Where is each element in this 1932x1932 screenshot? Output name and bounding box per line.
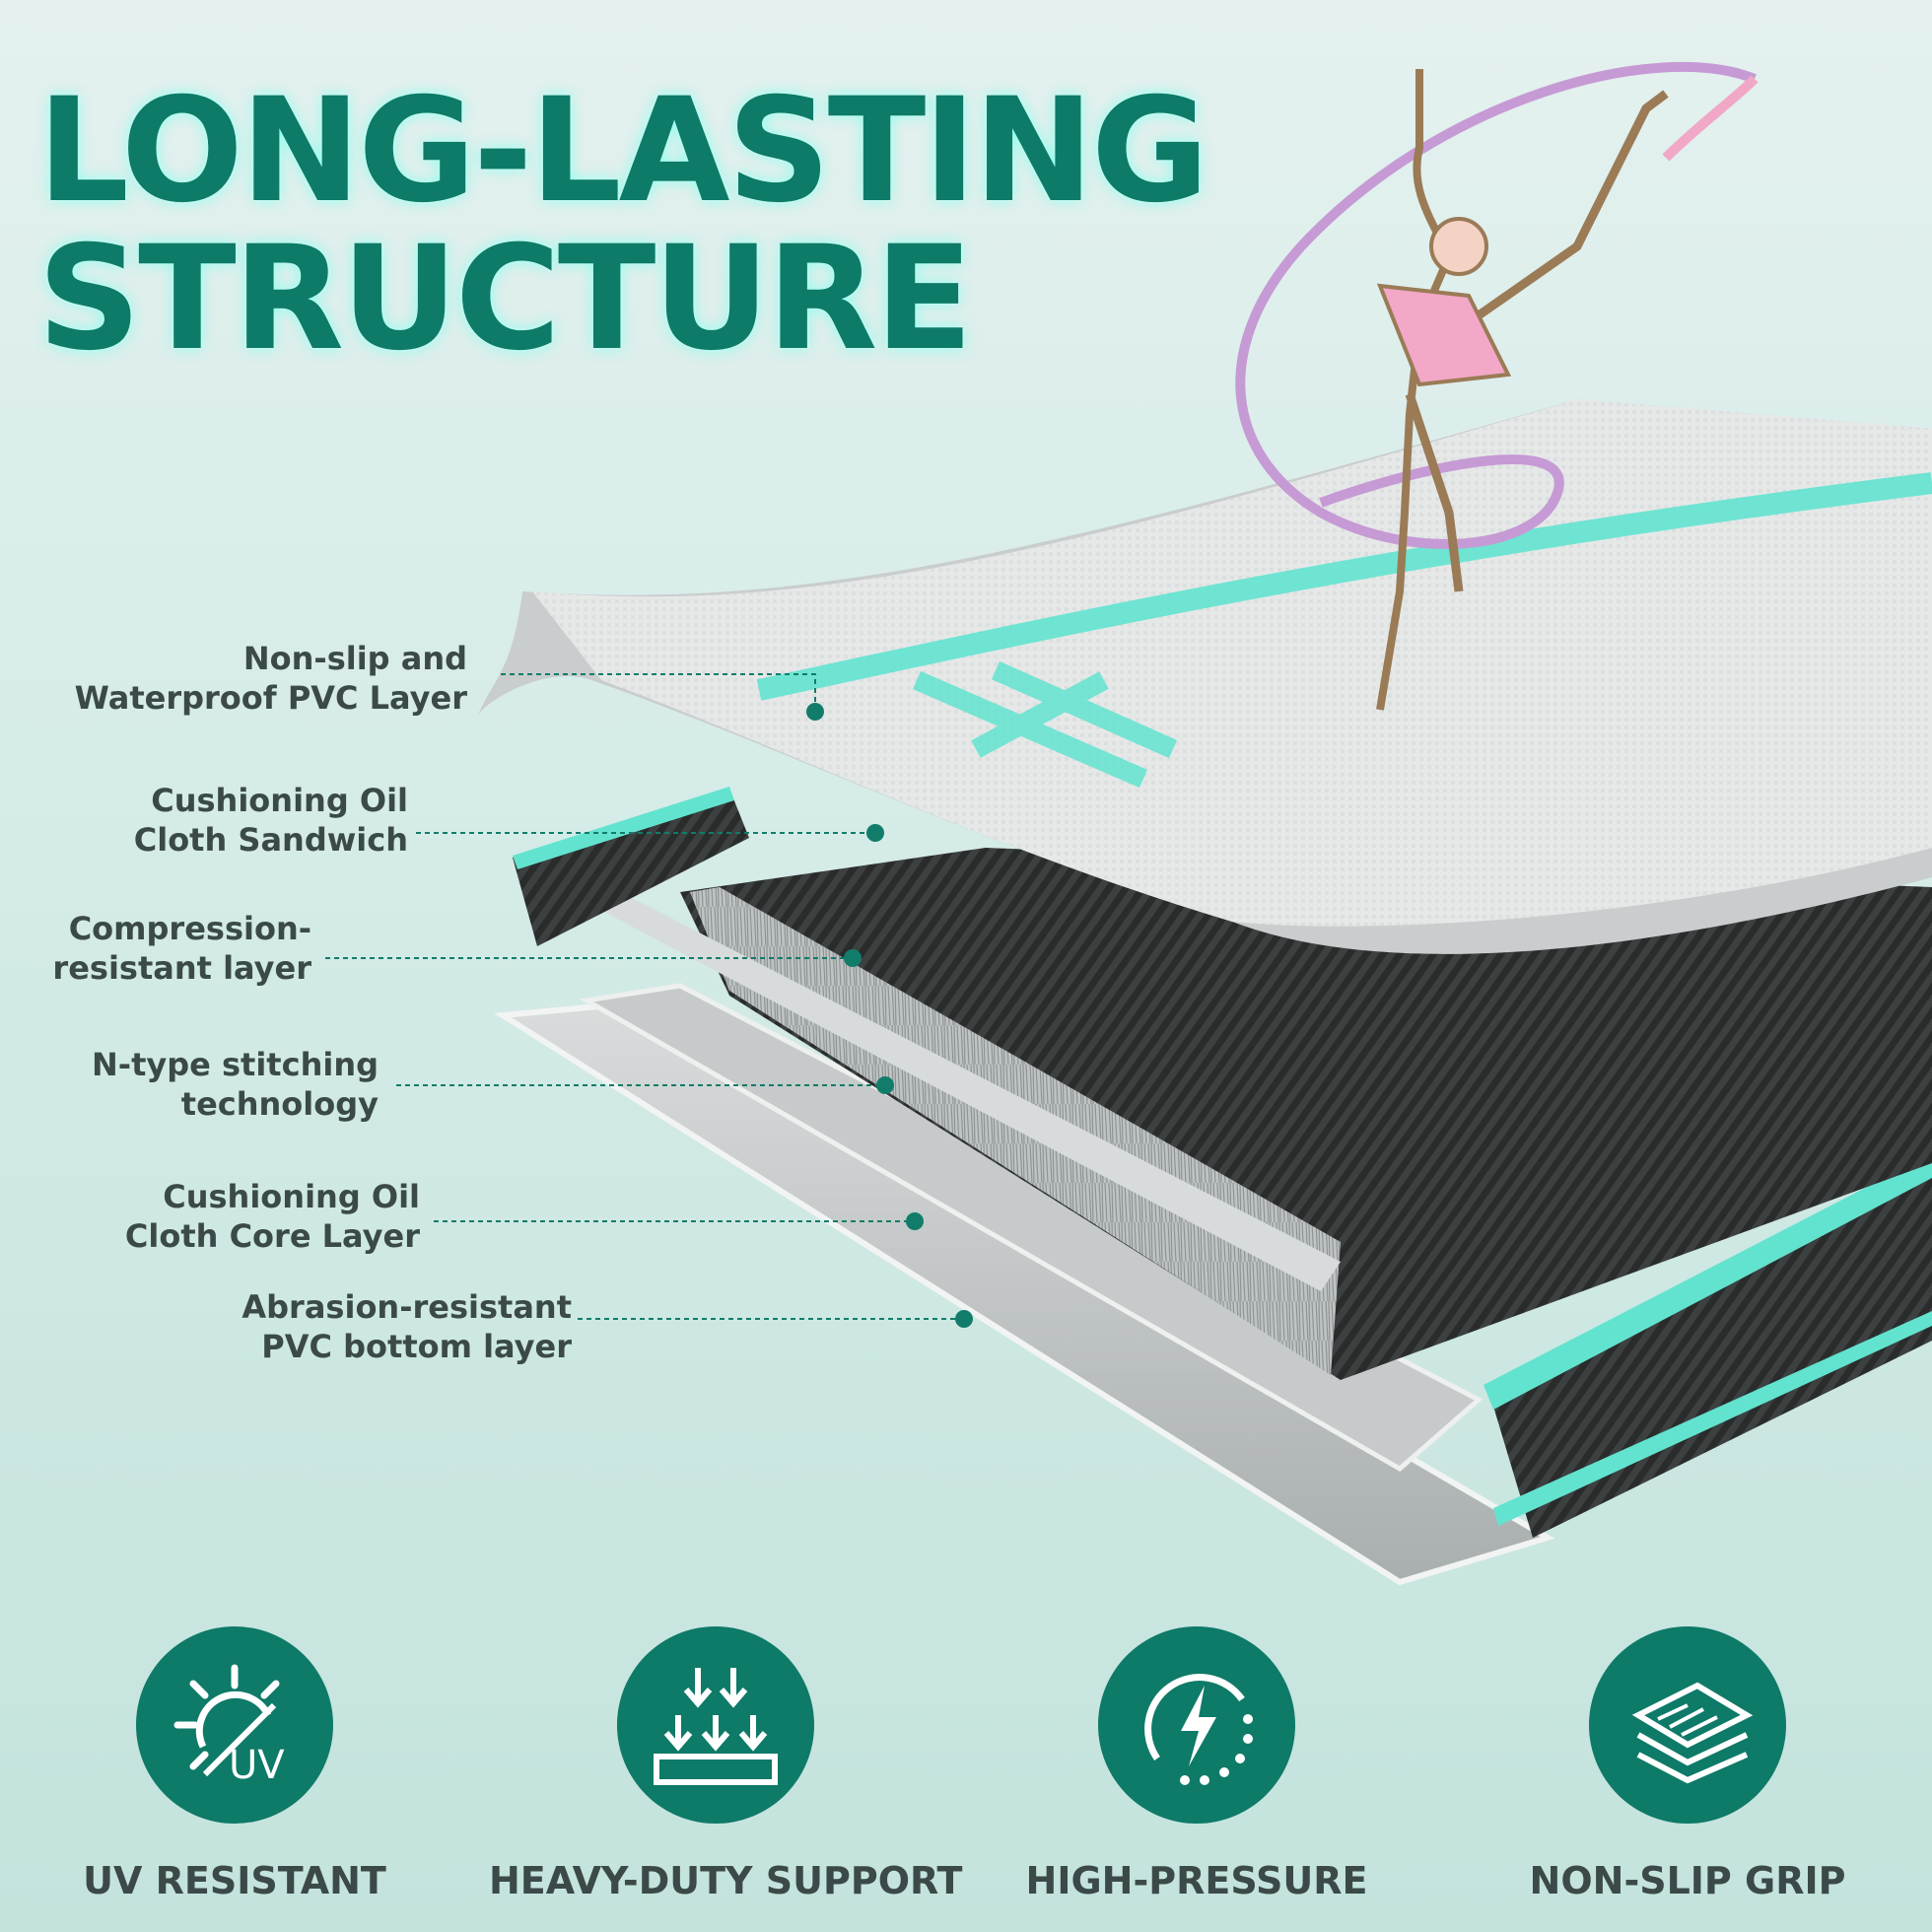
layer-label-line-1: N-type stitching (92, 1046, 379, 1083)
layer-label-line-2: Cloth Sandwich (133, 821, 408, 859)
left-edge-strip (513, 787, 749, 946)
lightning-gauge-icon (1098, 1626, 1295, 1824)
layer-label-line-1: Cushioning Oil (151, 782, 408, 819)
top-pvc-layer (478, 399, 1932, 954)
feature-label: HEAVY-DUTY SUPPORT (489, 1859, 963, 1902)
mat-cross-section-illustration (325, 61, 1932, 1586)
uv-sun-icon: UV (136, 1626, 333, 1824)
layer-label-compression: Compression- resistant layer (52, 909, 311, 988)
gymnast-ribbon-illustration (1235, 61, 1759, 711)
layer-label-pvc-bottom: Abrasion-resistant PVC bottom layer (242, 1287, 572, 1366)
layer-label-stitching: N-type stitching technology (92, 1045, 379, 1124)
carbon-core-block (680, 848, 1932, 1380)
side-edge-strip (1484, 1153, 1932, 1538)
feature-heavy-duty-support: HEAVY-DUTY SUPPORT (489, 1617, 963, 1902)
feature-non-slip-grip: NON-SLIP GRIP (1461, 1617, 1914, 1902)
layer-label-line-1: Abrasion-resistant (242, 1288, 572, 1326)
layer-label-line-2: Waterproof PVC Layer (74, 679, 467, 717)
layer-label-line-1: Non-slip and (242, 640, 467, 677)
feature-row: UV UV RESISTANT HEAVY-DUTY SUPPORT HIGH-… (0, 1617, 1932, 1902)
layer-label-line-2: Cloth Core Layer (124, 1217, 420, 1255)
feature-high-pressure: HIGH-PRESSURE (970, 1617, 1423, 1902)
layered-grip-icon (1589, 1626, 1786, 1824)
layer-label-line-1: Compression- (68, 910, 311, 947)
layer-label-core: Cushioning Oil Cloth Core Layer (125, 1177, 420, 1256)
headline-line-1: LONG-LASTING (37, 67, 1209, 235)
leader-lines (325, 673, 964, 1320)
feature-uv-resistant: UV UV RESISTANT (8, 1617, 461, 1902)
load-arrows-icon (617, 1626, 814, 1824)
layer-label-line-2: resistant layer (52, 949, 311, 987)
layer-label-line-2: PVC bottom layer (261, 1328, 572, 1365)
svg-text:UV: UV (229, 1743, 285, 1788)
layer-label-sandwich: Cushioning Oil Cloth Sandwich (134, 781, 408, 860)
layer-label-line-1: Cushioning Oil (163, 1178, 420, 1215)
bottom-pvc-layer (493, 1000, 1555, 1586)
sandwich-layer (567, 877, 1341, 1291)
feature-label: NON-SLIP GRIP (1529, 1859, 1846, 1902)
core-layer-sheet (579, 983, 1484, 1473)
headline: LONG-LASTING STRUCTURE (37, 67, 1209, 382)
feature-label: UV RESISTANT (83, 1859, 386, 1902)
leader-dots (806, 703, 973, 1328)
feature-label: HIGH-PRESSURE (1025, 1859, 1368, 1902)
layer-label-pvc-top: Non-slip and Waterproof PVC Layer (75, 639, 467, 718)
layer-label-line-2: technology (180, 1085, 379, 1123)
headline-line-2: STRUCTURE (37, 215, 973, 382)
